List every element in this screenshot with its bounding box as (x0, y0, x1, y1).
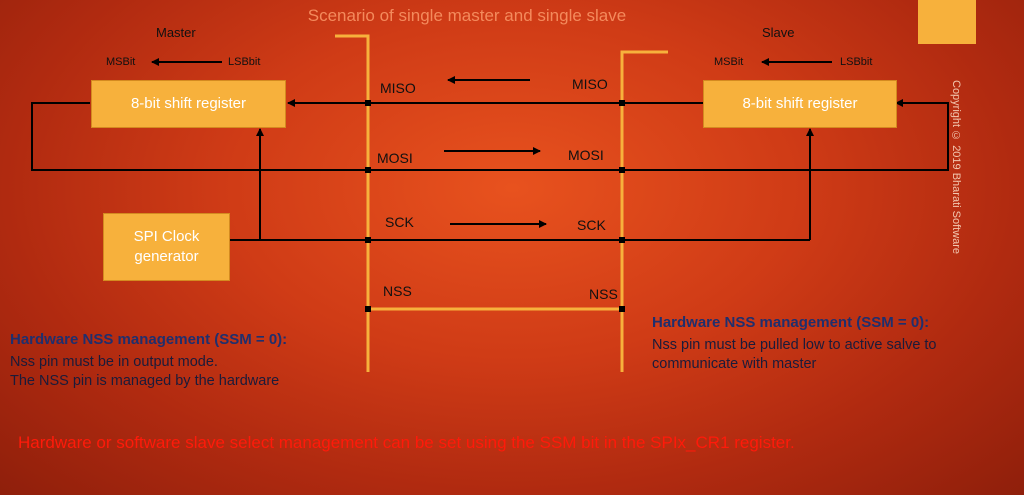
slave-msbit-label: MSBit (714, 56, 744, 68)
master-shift-register: 8-bit shift register (91, 80, 286, 128)
slide-title: Scenario of single master and single sla… (307, 6, 627, 25)
master-label: Master (156, 25, 196, 40)
slave-miso-label: MISO (572, 76, 608, 92)
slave-nss-label: NSS (589, 286, 618, 302)
clock-generator-line1: SPI Clock (133, 228, 200, 245)
copyright-text: Copyright © 2019 Bharati Software (950, 80, 962, 255)
master-nss-label: NSS (383, 283, 412, 299)
spi-clock-generator: SPI Clock generator (103, 213, 230, 281)
slave-sck-label: SCK (577, 217, 606, 233)
master-note-heading: Hardware NSS management (SSM = 0): (10, 331, 288, 348)
master-boundary-line (335, 34, 370, 372)
slave-shift-register: 8-bit shift register (703, 80, 897, 128)
corner-accent-box (918, 0, 976, 44)
slave-mosi-label: MOSI (568, 147, 604, 163)
slave-label: Slave (762, 25, 795, 40)
master-sck-label: SCK (385, 214, 414, 230)
master-msbit-label: MSBit (106, 56, 136, 68)
slave-note-body: Nss pin must be pulled low to active sal… (652, 336, 1022, 374)
master-note-line1: Nss pin must be in output mode. (10, 354, 218, 370)
clock-generator-line2: generator (134, 248, 199, 265)
footer-note: Hardware or software slave select manage… (18, 433, 795, 452)
slave-note-line1: Nss pin must be pulled low to active sal… (652, 337, 937, 353)
master-note-line2: The NSS pin is managed by the hardware (10, 373, 280, 389)
slave-lsbit-label: LSBbit (840, 56, 873, 68)
master-note-body: Nss pin must be in output mode. The NSS … (10, 353, 360, 391)
slave-note-heading: Hardware NSS management (SSM = 0): (652, 314, 930, 331)
master-mosi-label: MOSI (377, 150, 413, 166)
slave-boundary-line (620, 50, 668, 372)
slave-note-line2: communicate with master (652, 356, 817, 372)
pin-junctions (365, 100, 625, 312)
master-lsbit-label: LSBbit (228, 56, 261, 68)
slave-loop-line (700, 99, 949, 171)
master-miso-label: MISO (380, 80, 416, 96)
